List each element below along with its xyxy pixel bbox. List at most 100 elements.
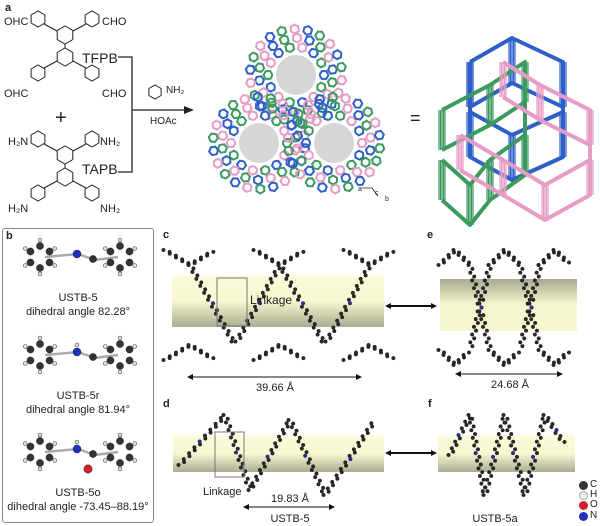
atom — [285, 273, 290, 278]
framework-ring — [356, 138, 368, 148]
framework-ring — [259, 110, 271, 122]
comparison-arrow-c-e-head-right — [431, 303, 437, 309]
atom — [347, 301, 352, 306]
usTB5o-name: USTB-5o — [55, 487, 101, 499]
carbon-atom — [45, 442, 54, 451]
framework-ring — [296, 155, 307, 167]
atom — [486, 336, 491, 341]
atom — [327, 332, 332, 337]
dimension-arrow-d-head-left — [243, 504, 249, 510]
atom — [347, 251, 352, 256]
atom — [228, 424, 233, 429]
atom — [276, 263, 281, 268]
atom — [273, 441, 278, 446]
tfpb-structure-phenyl-2 — [30, 64, 46, 82]
framework-ring — [282, 132, 294, 143]
atom — [321, 485, 326, 490]
dimension-arrow-e-head-left — [455, 371, 461, 377]
panel-label-d: d — [163, 398, 170, 410]
atom — [453, 439, 458, 444]
framework-ring — [310, 115, 323, 127]
atom — [229, 339, 234, 344]
atom — [529, 462, 534, 467]
tapb-structure-aryl-bond-2 — [43, 180, 58, 189]
framework-ring — [267, 181, 279, 193]
carbon-atom — [89, 255, 97, 263]
atom — [356, 440, 361, 445]
framework-ring — [354, 175, 366, 187]
carbon-atom — [125, 356, 134, 365]
atom — [486, 274, 491, 279]
atom — [366, 343, 371, 348]
tapb-structure-phenyl-1 — [84, 130, 100, 148]
hydrogen-atom — [103, 246, 108, 251]
molecule-USTB-5 — [23, 237, 137, 277]
atom — [471, 286, 476, 291]
plus-sign: + — [55, 107, 67, 129]
framework-ring — [272, 47, 285, 59]
tapb-structure-phenyl-2 — [30, 184, 46, 202]
axis-indicator-icon — [362, 187, 379, 197]
atom — [211, 301, 216, 306]
atom — [538, 266, 543, 271]
atom — [167, 251, 172, 256]
carbon-atom — [116, 437, 124, 445]
atom — [516, 462, 521, 467]
atom — [197, 439, 202, 444]
atom — [235, 446, 240, 451]
atom — [294, 428, 299, 433]
framework-ring — [326, 77, 338, 88]
atom — [341, 358, 346, 363]
atom — [243, 480, 248, 485]
atom — [522, 274, 527, 279]
atom — [218, 415, 223, 420]
atom — [365, 431, 370, 436]
atom — [339, 311, 344, 316]
framework-ring — [289, 132, 302, 143]
atom — [339, 470, 344, 475]
atom — [532, 332, 537, 337]
carbon-atom — [116, 340, 124, 348]
atom — [194, 276, 199, 281]
hydrogen-atom — [23, 246, 28, 251]
atom — [557, 437, 562, 442]
atom — [521, 324, 526, 329]
atom — [343, 304, 348, 309]
framework-ring — [218, 108, 229, 120]
carbon-atom — [125, 442, 134, 451]
tfpb-cho-bottom-left: OHC — [4, 88, 29, 100]
atom — [441, 258, 446, 263]
atom — [254, 308, 259, 313]
atom — [505, 428, 510, 433]
atom — [296, 297, 301, 302]
atom — [262, 464, 267, 469]
carbon-atom — [125, 247, 134, 256]
tfpb-structure-phenyl-1 — [84, 10, 100, 28]
atom — [527, 313, 532, 318]
atom — [506, 252, 511, 257]
atom — [454, 443, 459, 448]
atom — [186, 343, 191, 348]
atom — [474, 328, 479, 333]
framework-ring — [289, 145, 301, 156]
framework-ring — [241, 102, 253, 114]
framework-ring — [270, 159, 283, 171]
framework-ring — [229, 177, 241, 188]
carbon-atom — [125, 453, 134, 462]
atom — [461, 429, 466, 434]
atom — [480, 489, 485, 494]
atom — [459, 426, 464, 431]
tfpb-structure-phenyl-0 — [30, 10, 46, 28]
framework-ring — [316, 81, 327, 93]
usTB5r-name: USTB-5r — [56, 390, 100, 402]
carbon-atom — [26, 258, 35, 267]
atom — [491, 466, 496, 471]
e-bottom-node-0 — [436, 348, 472, 368]
framework-ring — [334, 110, 346, 122]
atom — [479, 481, 484, 486]
comparison-arrow-c-e-head-left — [385, 303, 391, 309]
atom — [250, 315, 255, 320]
atom — [278, 438, 283, 443]
c-bottom-node-0 — [161, 343, 216, 363]
framework-ring — [265, 81, 276, 93]
